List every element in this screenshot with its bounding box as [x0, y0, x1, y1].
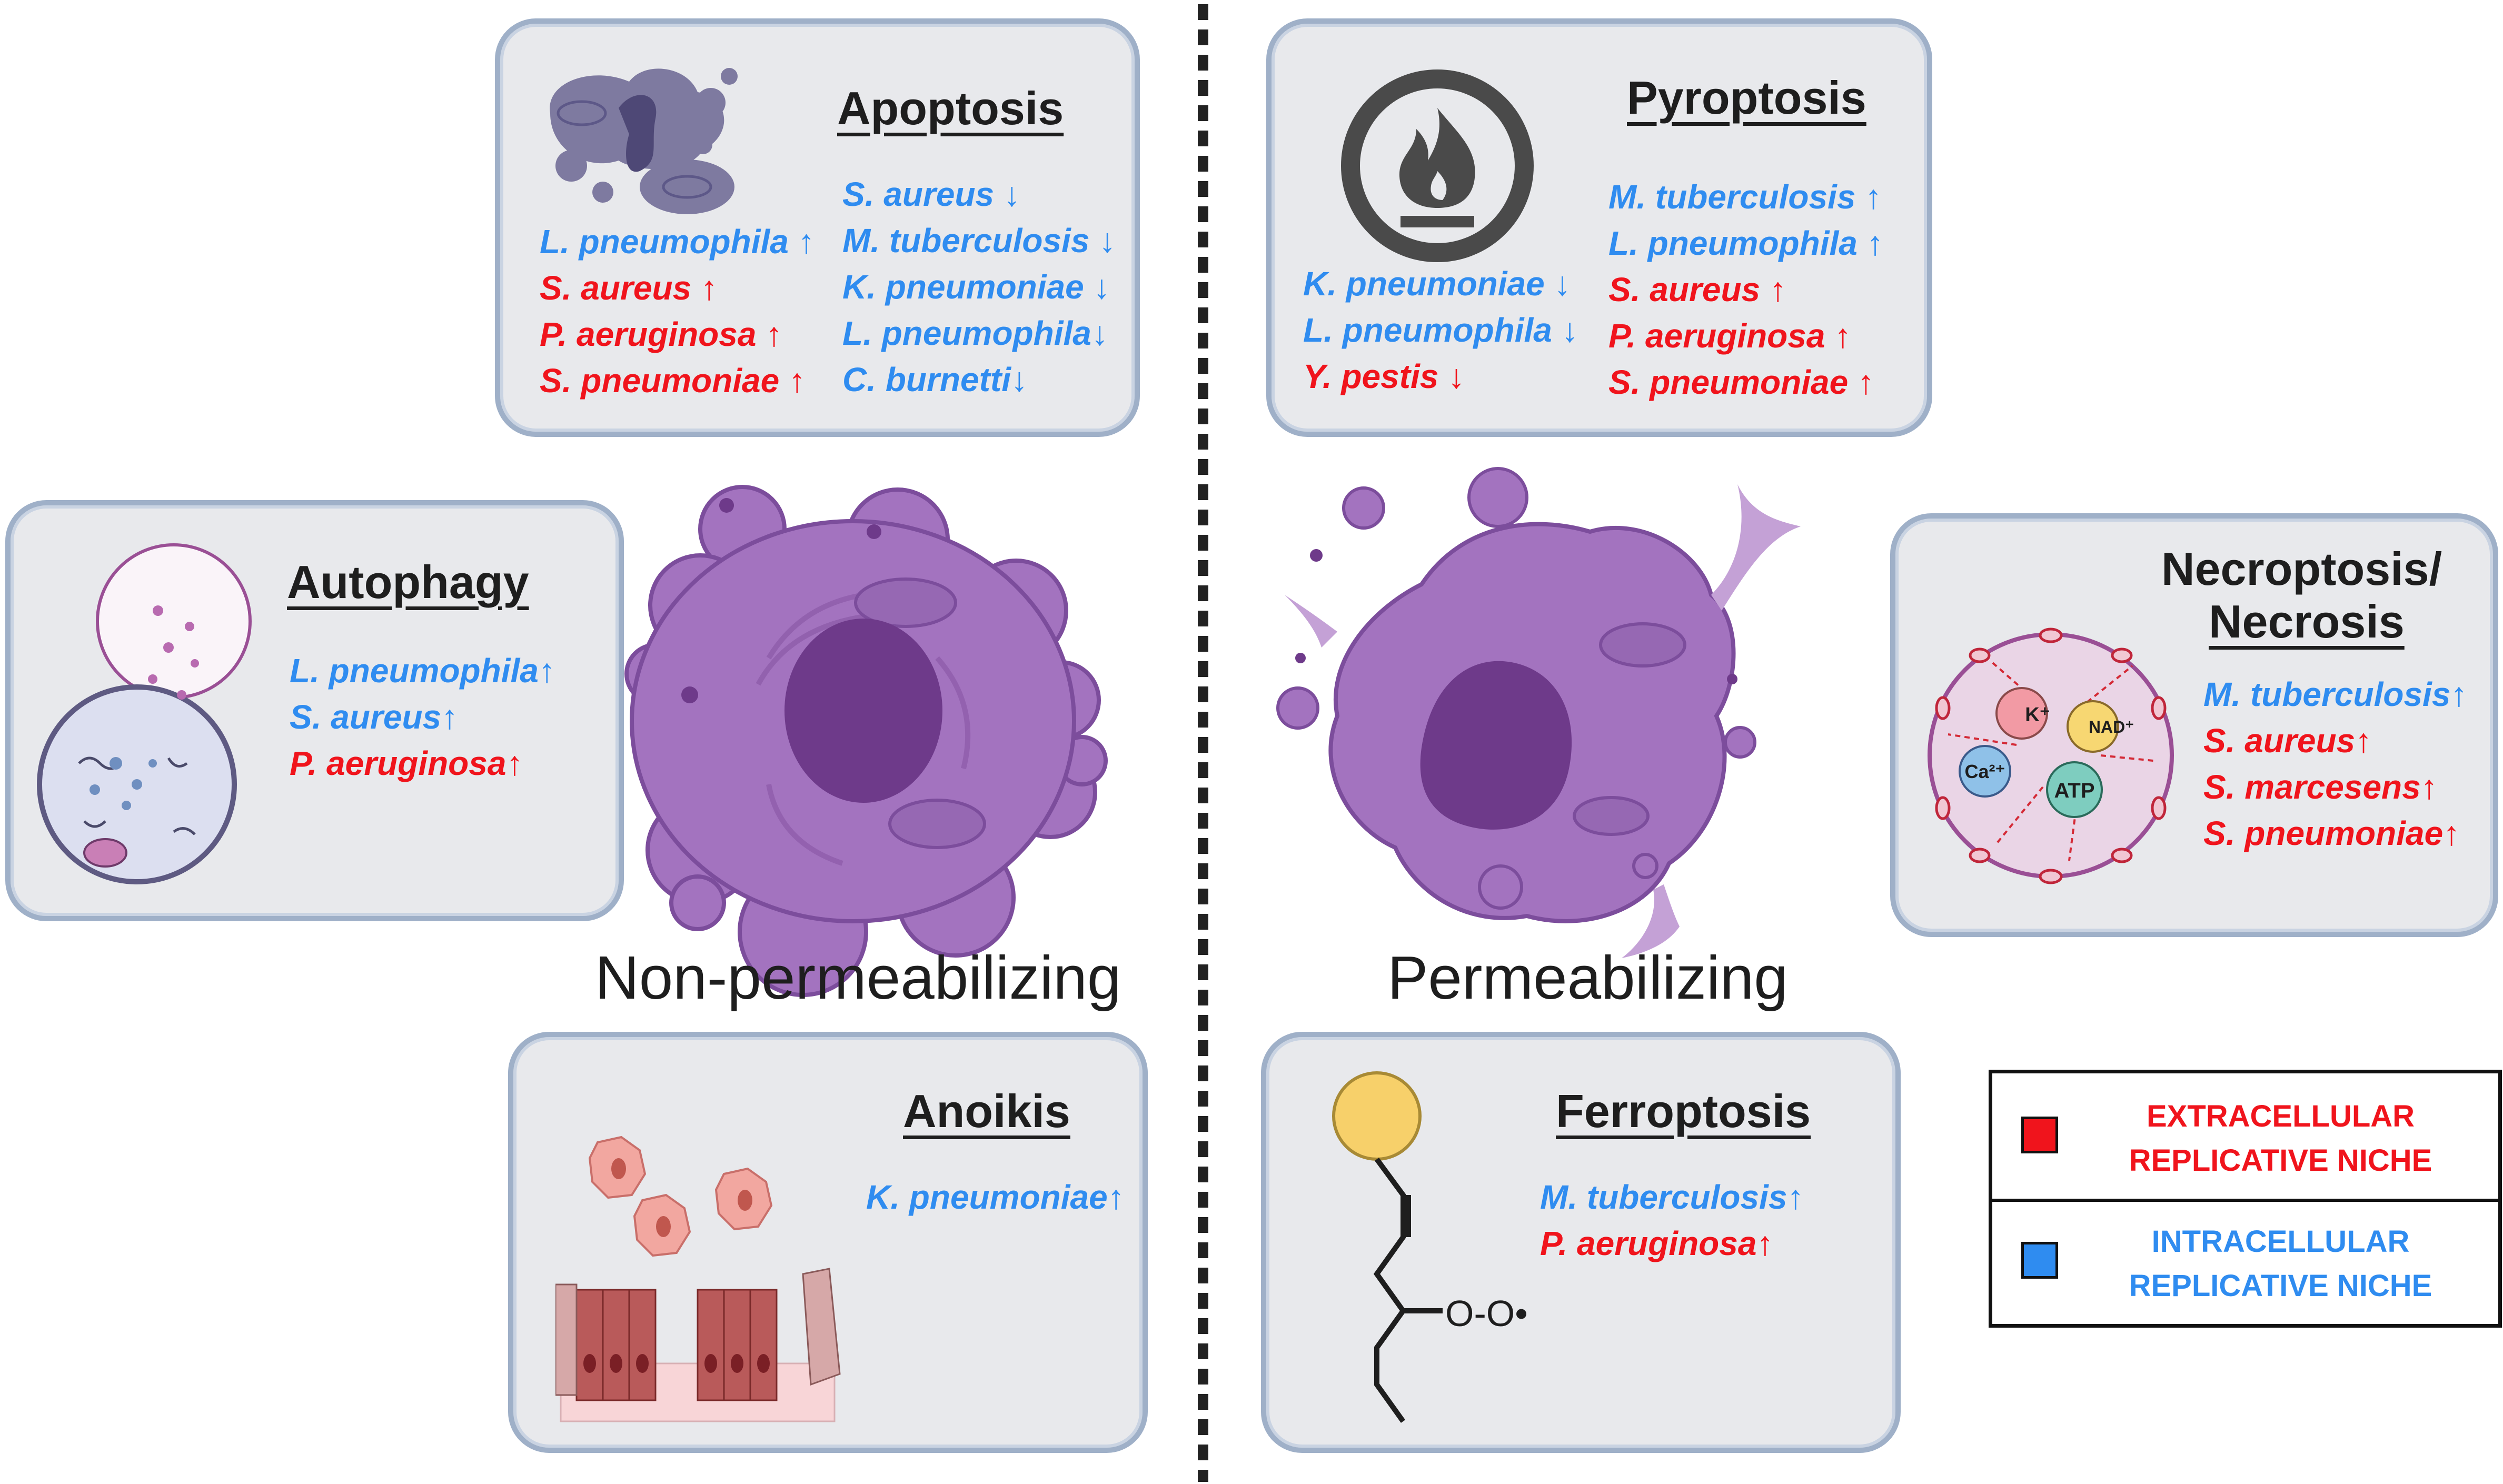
legend-line: REPLICATIVE NICHE [2129, 1143, 2432, 1178]
necroptosis-panel: K⁺ NAD⁺ Ca²⁺ ATP Necroptosis/ Necrosis M… [1890, 513, 2498, 937]
necroptosis-title-line2: Necrosis [2209, 595, 2405, 648]
legend-line: EXTRACELLULAR [2146, 1099, 2415, 1133]
lytic-cell-illustration [1276, 467, 1801, 958]
pyroptosis-panel: Pyroptosis K. pneumoniae ↓ L. pneumophil… [1266, 18, 1932, 437]
autophagy-panel: Autophagy L. pneumophila↑ S. aureus↑ P. … [5, 500, 624, 921]
list-item: L. pneumophila ↓ [1303, 311, 1578, 349]
radical-label: O-O• [1445, 1293, 1528, 1334]
list-item: S. pneumoniae↑ [2203, 814, 2460, 852]
list-item: S. aureus ↓ [842, 175, 1020, 213]
legend-label-extracellular: EXTRACELLULAR REPLICATIVE NICHE [2077, 1094, 2485, 1183]
ion-k-label: K⁺ [2025, 704, 2050, 726]
list-item: S. aureus↑ [2203, 722, 2372, 760]
non-permeabilizing-label: Non-permeabilizing [595, 943, 1121, 1012]
list-item: L. pneumophila↑ [290, 652, 555, 690]
list-item: M. tuberculosis↑ [1540, 1178, 1804, 1216]
pyroptosis-left-list: K. pneumoniae ↓ L. pneumophila ↓ Y. pest… [1303, 261, 1578, 400]
ferroptosis-title: Ferroptosis [1556, 1085, 1811, 1137]
legend-line: REPLICATIVE NICHE [2129, 1269, 2432, 1303]
list-item: K. pneumoniae ↓ [842, 268, 1110, 306]
legend: EXTRACELLULAR REPLICATIVE NICHE INTRACEL… [1989, 1070, 2502, 1328]
anoikis-list: K. pneumoniae↑ [866, 1174, 1125, 1220]
flame-icon [1341, 69, 1534, 262]
list-item: C. burnetti↓ [842, 361, 1028, 399]
autophagy-list: L. pneumophila↑ S. aureus↑ P. aeruginosa… [290, 648, 555, 786]
list-item: S. aureus ↑ [1608, 271, 1786, 308]
list-item: P. aeruginosa ↑ [1608, 317, 1852, 355]
list-item: P. aeruginosa↑ [1540, 1224, 1774, 1262]
ferroptosis-list: M. tuberculosis↑ P. aeruginosa↑ [1540, 1174, 1804, 1267]
necroptosis-list: M. tuberculosis↑ S. aureus↑ S. marcesens… [2203, 671, 2467, 856]
list-item: S. marcesens↑ [2203, 768, 2438, 806]
apoptotic-cell-illustration [624, 485, 1108, 997]
anoikis-panel: Anoikis K. pneumoniae↑ [508, 1032, 1148, 1453]
list-item: L. pneumophila↓ [842, 314, 1108, 352]
ion-atp-label: ATP [2054, 779, 2095, 802]
apoptotic-bodies-icon [550, 68, 738, 214]
apoptosis-title: Apoptosis [837, 82, 1064, 134]
autophagy-title: Autophagy [287, 556, 529, 608]
list-item: M. tuberculosis↑ [2203, 675, 2468, 713]
legend-row-extracellular: EXTRACELLULAR REPLICATIVE NICHE [1992, 1073, 2498, 1202]
ion-nad-label: NAD⁺ [2088, 718, 2134, 736]
legend-label-intracellular: INTRACELLULAR REPLICATIVE NICHE [2077, 1220, 2485, 1308]
apoptosis-panel: Apoptosis L. pneumophila ↑ S. aureus ↑ P… [495, 18, 1140, 437]
lysed-cell-icon [1928, 628, 2174, 884]
list-item: S. pneumoniae ↑ [540, 362, 806, 400]
autophagosome-icon [37, 543, 252, 884]
apoptosis-left-list: L. pneumophila ↑ S. aureus ↑ P. aerugino… [540, 218, 815, 404]
anoikis-title: Anoikis [903, 1085, 1070, 1137]
list-item: S. aureus ↑ [540, 269, 718, 307]
intracellular-swatch [2021, 1242, 2058, 1279]
ion-ca-label: Ca²⁺ [1964, 761, 2005, 782]
apoptosis-right-list: S. aureus ↓ M. tuberculosis ↓ K. pneumon… [842, 171, 1116, 403]
list-item: P. aeruginosa ↑ [540, 315, 783, 353]
permeabilizing-label: Permeabilizing [1387, 943, 1788, 1012]
list-item: L. pneumophila ↑ [540, 223, 815, 261]
pyroptosis-title: Pyroptosis [1627, 72, 1866, 124]
list-item: Y. pestis ↓ [1303, 357, 1465, 395]
list-item: K. pneumoniae ↓ [1303, 265, 1571, 303]
necroptosis-title-line1: Necroptosis/ [2161, 543, 2442, 595]
list-item: M. tuberculosis ↓ [842, 222, 1116, 260]
detached-epithelium-icon [555, 1136, 841, 1422]
extracellular-swatch [2021, 1117, 2058, 1153]
list-item: K. pneumoniae↑ [866, 1178, 1125, 1216]
list-item: S. pneumoniae ↑ [1608, 363, 1874, 401]
legend-line: INTRACELLULAR [2151, 1224, 2410, 1259]
pyroptosis-right-list: M. tuberculosis ↑ L. pneumophila ↑ S. au… [1608, 174, 1884, 405]
list-item: L. pneumophila ↑ [1608, 224, 1884, 262]
list-item: S. aureus↑ [290, 698, 459, 736]
lipid-peroxide-icon [1332, 1071, 1443, 1423]
legend-row-intracellular: INTRACELLULAR REPLICATIVE NICHE [1992, 1199, 2498, 1324]
ferroptosis-panel: O-O• Ferroptosis M. tuberculosis↑ P. aer… [1261, 1032, 1901, 1453]
list-item: P. aeruginosa↑ [290, 744, 523, 782]
list-item: M. tuberculosis ↑ [1608, 178, 1882, 216]
